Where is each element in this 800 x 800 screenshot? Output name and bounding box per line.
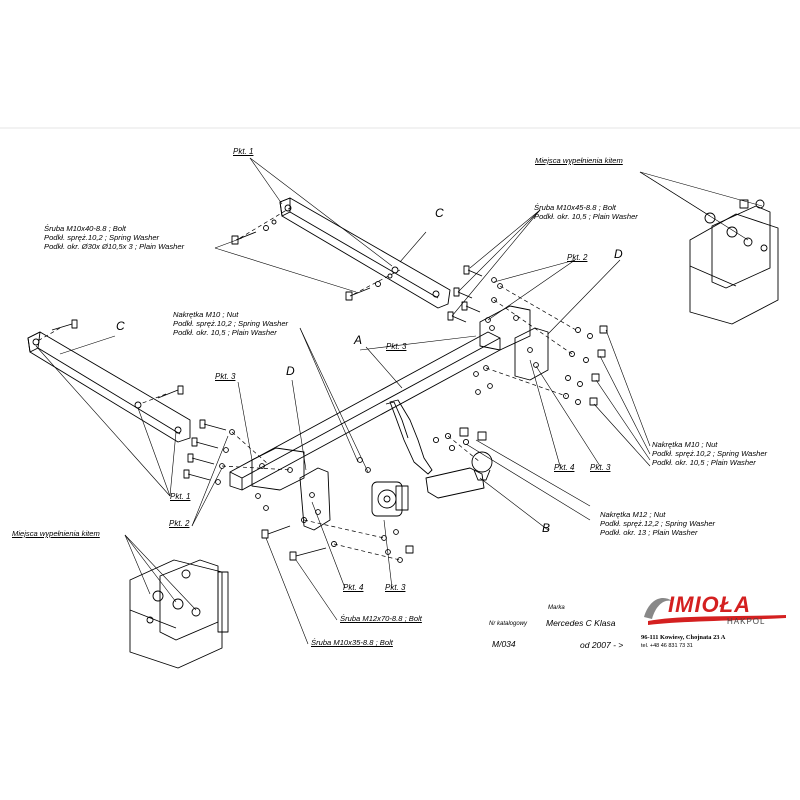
company-logo-subtext: HAKPOL — [727, 617, 766, 626]
part-d-right-label: D — [614, 247, 623, 261]
kit-inset-top-right — [689, 199, 779, 325]
pkt1-bottom-label: Pkt. 1 — [170, 492, 191, 501]
callout-nut-m12-line1: Nakrętka M12 ; Nut — [600, 510, 666, 519]
leader-lines — [35, 157, 763, 645]
pkt3-bottom-label: Pkt. 3 — [385, 583, 406, 592]
bracket-c-top — [279, 197, 451, 309]
company-phone: tel. +48 46 831 73 31 — [641, 643, 693, 649]
part-a-label: A — [354, 333, 363, 347]
pkt4-bottom-label: Pkt. 4 — [343, 583, 364, 592]
callout-bolt-m12x70: Śruba M12x70-8.8 ; Bolt — [340, 614, 422, 623]
bolts-top-left — [231, 219, 393, 301]
electrical-socket — [371, 481, 409, 517]
pkt2-left-label: Pkt. 2 — [169, 519, 190, 528]
pkt3-left-label: Pkt. 3 — [215, 372, 236, 381]
production-year: od 2007 - > — [580, 640, 624, 650]
callout-nut-m10-left-line3: Podkł. okr. 10,5 ; Plain Washer — [173, 328, 277, 337]
callout-nut-m10-right-line2: Podkł. spręż.10,2 ; Spring Washer — [652, 449, 768, 458]
kit-bottom-label: Miejsca wypełnienia kitem — [12, 529, 100, 538]
part-c-top-label: C — [435, 206, 444, 220]
bracket-c-left — [27, 331, 191, 443]
dashed-alignment-lines — [35, 207, 577, 561]
part-d-left-label: D — [286, 364, 295, 378]
company-address: 96-111 Kowiesy, Chojnata 23 A — [641, 634, 726, 641]
nuts-m12 — [357, 427, 487, 473]
kit-top-label: Miejsca wypełnienia kitem — [535, 156, 623, 165]
callout-bolt-m10x40-line3: Podkł. okr. Ø30x Ø10,5x 3 ; Plain Washer — [44, 242, 185, 251]
callout-bolt-m10x35: Śruba M10x35-8.8 ; Bolt — [311, 638, 393, 647]
company-logo-swoosh — [644, 598, 786, 625]
callout-bolt-m10x40-line1: Śruba M10x40-8.8 ; Bolt — [44, 224, 126, 233]
callout-nut-m12-line3: Podkł. okr. 13 ; Plain Washer — [600, 528, 698, 537]
catalog-number: M/034 — [492, 639, 516, 649]
pkt3-right-label: Pkt. 3 — [590, 463, 611, 472]
tow-ball-b — [425, 451, 493, 499]
callout-nut-m10-right-line3: Podkł. okr. 10,5 ; Plain Washer — [652, 458, 756, 467]
pkt3-center-label: Pkt. 3 — [386, 342, 407, 351]
callout-bolt-m10x40-line2: Podkł. spręż.10,2 ; Spring Washer — [44, 233, 160, 242]
kit-inset-bottom-left — [129, 559, 229, 669]
catalog-number-label: Nr katalogowy — [489, 621, 528, 627]
pkt1-top-label: Pkt. 1 — [233, 147, 254, 156]
pkt4-right-label: Pkt. 4 — [554, 463, 575, 472]
callout-nut-m12-line2: Podkł. spręż.12,2 ; Spring Washer — [600, 519, 716, 528]
pkt2-right-label: Pkt. 2 — [567, 253, 588, 262]
bolts-left-column — [51, 319, 235, 485]
callout-nut-m10-left-line2: Podkł. spręż.10,2 ; Spring Washer — [173, 319, 289, 328]
callout-bolt-m10x45-line2: Podkł. okr. 10,5 ; Plain Washer — [534, 212, 638, 221]
vehicle-model: Mercedes C Klasa — [546, 618, 616, 628]
part-c-left-label: C — [116, 319, 125, 333]
callout-nut-m10-left-line1: Nakrętka M10 ; Nut — [173, 310, 239, 319]
bolts-bottom — [255, 493, 414, 563]
callout-nut-m10-right-line1: Nakrętka M10 ; Nut — [652, 440, 718, 449]
company-logo-text: IMIOŁA — [668, 592, 751, 617]
bolts-top-right — [447, 265, 503, 323]
brand-label: Marka — [548, 605, 565, 611]
part-b-label: B — [542, 521, 551, 535]
nuts-right-center — [473, 325, 608, 406]
callout-bolt-m10x45-line1: Śruba M10x45-8.8 ; Bolt — [534, 203, 616, 212]
